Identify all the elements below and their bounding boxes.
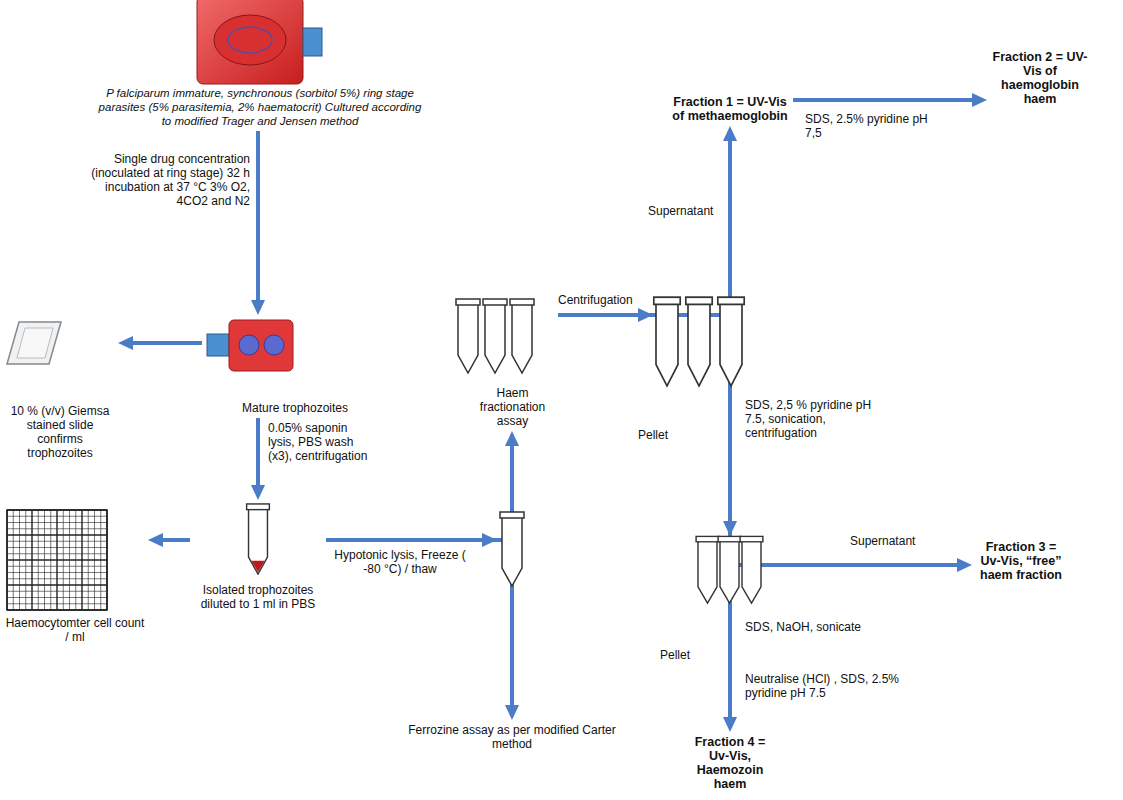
assay-node: Haem fractionation assay [455, 298, 555, 428]
tube-node: Isolated trophozoites diluted to 1 ml in… [193, 503, 323, 611]
node-text: Ferrozine assay as per modified Carter m… [407, 723, 617, 751]
annotation-label: Supernatant [850, 534, 940, 548]
node-text: Fraction 3 = Uv-Vis, “free” haem fractio… [975, 540, 1067, 582]
pellet-tubes [696, 536, 763, 603]
node-text: Mature trophozoites [205, 401, 355, 415]
fraction-label: Fraction 1 = UV-Vis of methaemoglobin [670, 95, 790, 123]
node-text: Haem fractionation assay [455, 386, 555, 428]
node-text: 10 % (v/v) Giemsa stained slide confirms… [5, 404, 115, 460]
culture-label: P falciparum immature, synchronous (sorb… [95, 0, 425, 128]
annotation-label: Neutralise (HCl) , SDS, 2.5% pyridine pH… [745, 672, 905, 700]
edge-label: Centrifugation [558, 293, 648, 307]
assay-label: Ferrozine assay as per modified Carter m… [407, 723, 617, 751]
microscope-slide [5, 320, 63, 366]
edge-label: Hypotonic lysis, Freeze ( -80 °C) / thaw [330, 548, 470, 576]
edge-label: 0.05% saponin lysis, PBS wash (x3), cent… [268, 421, 368, 463]
edge-label: SDS, 2,5 % pyridine pH 7.5, sonication, … [745, 398, 880, 440]
arrow-head [723, 521, 737, 536]
flow-arrow [256, 131, 260, 304]
culture-flask [205, 318, 295, 373]
node-text: Fraction 2 = UV-Vis of haemoglobin haem [990, 50, 1090, 106]
arrow-head [638, 308, 653, 322]
flow-arrow [129, 341, 202, 345]
flow-arrow [256, 418, 260, 489]
node-text: P falciparum immature, synchronous (sorb… [95, 86, 425, 128]
haemocytometer-grid [5, 508, 110, 613]
test-tubes [455, 298, 537, 378]
counter-node: Haemocytomter cell count / ml [5, 508, 145, 644]
edge-label: SDS, 2.5% pyridine pH 7,5 [805, 112, 945, 140]
flow-arrow [326, 540, 512, 709]
test-tube [243, 503, 273, 575]
annotation-label: Pellet [638, 428, 698, 442]
culture-flask [196, 0, 324, 86]
arrow-head [482, 533, 497, 547]
slide-node: 10 % (v/v) Giemsa stained slide confirms… [5, 320, 115, 460]
flow-arrow [793, 98, 976, 102]
flow-arrow [558, 315, 961, 565]
annotation-label: Pellet [660, 648, 720, 662]
annotation-label: Supernatant [648, 204, 726, 218]
edge-label: SDS, NaOH, sonicate [745, 620, 895, 634]
flow-arrow [558, 137, 730, 315]
flow-arrow [159, 538, 190, 542]
node-text: Fraction 4 = Uv-Vis, Haemozoin haem [685, 735, 775, 791]
node-text: Fraction 1 = UV-Vis of methaemoglobin [670, 95, 790, 123]
flask-node: Mature trophozoites [205, 318, 355, 415]
fraction-label: Fraction 2 = UV-Vis of haemoglobin haem [990, 50, 1090, 106]
lysate-tube [500, 512, 524, 586]
fraction-label: Fraction 3 = Uv-Vis, “free” haem fractio… [975, 540, 1067, 582]
node-text: Haemocytomter cell count / ml [5, 616, 145, 644]
node-text: Isolated trophozoites diluted to 1 ml in… [193, 583, 323, 611]
edge-label: Single drug concentration (inoculated at… [85, 152, 250, 208]
centrifuge-tubes [654, 297, 744, 386]
fraction-label: Fraction 4 = Uv-Vis, Haemozoin haem [685, 735, 775, 791]
